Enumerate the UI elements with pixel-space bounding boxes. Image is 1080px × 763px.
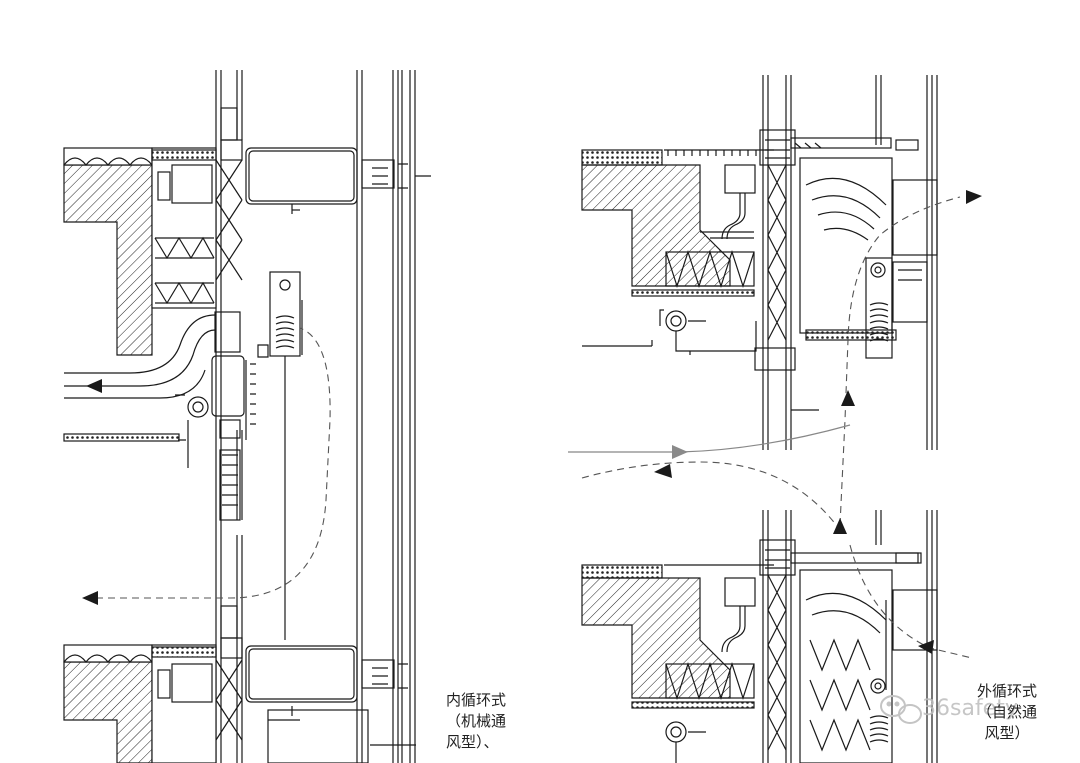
left-bottom-slab: [63, 661, 153, 763]
right-top-louver-box: [799, 157, 893, 334]
left-top-slab: [63, 164, 153, 356]
right-arrow-exhaust: [966, 190, 982, 204]
right-gray-arrow: [672, 445, 688, 459]
right-top-floor-strip: [631, 289, 755, 297]
left-caption-line: 风型）、: [446, 733, 499, 751]
left-floor-strip: [63, 433, 180, 442]
left-caption-line: 内循环式: [446, 691, 507, 709]
left-bottom-transom: [245, 645, 358, 703]
left-airflow-path: [96, 327, 331, 599]
right-airflow-paths: [581, 196, 973, 659]
right-caption-line: 风型）: [984, 724, 1030, 742]
watermark-logo: [880, 695, 922, 724]
right-arrow-up-2: [833, 518, 847, 534]
right-arrow-up: [841, 390, 855, 406]
left-blind-assembly: [269, 271, 301, 357]
watermark-text: 36safety: [922, 696, 1018, 721]
right-airflow-line-solid: [568, 424, 851, 453]
left-airflow-arrow-in: [82, 591, 98, 605]
right-arrow-left: [654, 464, 672, 478]
left-exhaust-arrow: [86, 379, 102, 393]
left-mid-duct: [211, 355, 245, 417]
right-section-drawing: [568, 75, 982, 763]
left-caption-line: （机械通: [446, 712, 507, 730]
left-top-transom: [245, 147, 358, 205]
left-vertical-frame-lines: [215, 70, 416, 763]
right-arrow-lower: [918, 640, 934, 654]
left-caption: 内循环式 （机械通 风型）、: [446, 690, 506, 753]
left-top-slab-insulation: [63, 147, 153, 166]
right-caption: 外循环式 （自然通 风型）: [977, 681, 1037, 744]
right-caption-line: 外循环式: [977, 682, 1038, 700]
right-bottom-slab: [581, 577, 731, 699]
left-section-drawing: [63, 70, 431, 763]
right-top-slab: [581, 164, 731, 287]
right-caption-line: （自然通: [977, 703, 1038, 721]
